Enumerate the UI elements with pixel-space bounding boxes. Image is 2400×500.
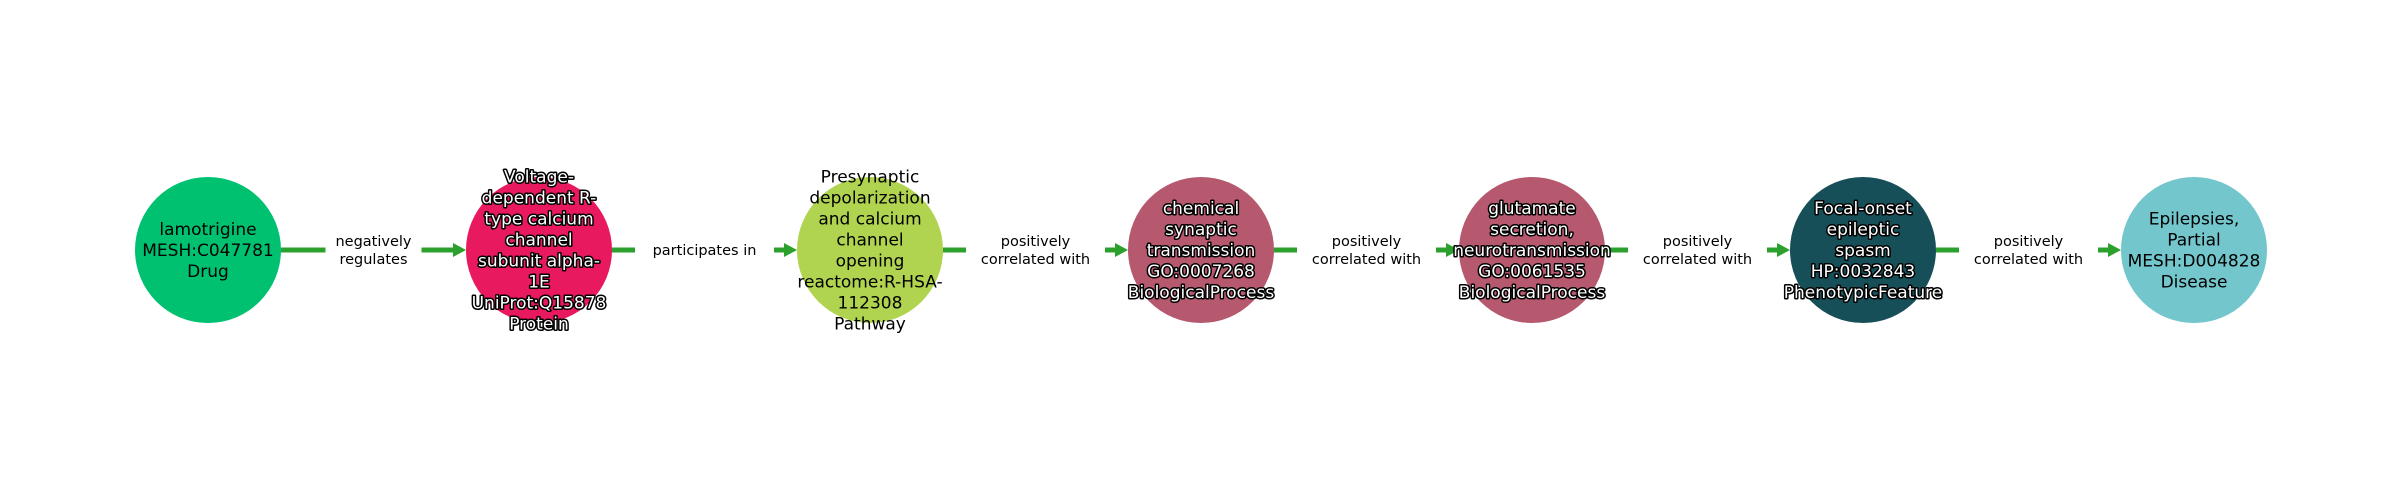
edge-label: participates in (653, 243, 757, 259)
node-circle[interactable] (466, 177, 612, 323)
edge-label: positively (1001, 234, 1071, 250)
arrowhead-icon (2108, 243, 2121, 257)
node-label: BiologicalProcess (1459, 283, 1606, 303)
edge-label: negatively (335, 234, 411, 250)
node-label: 112308 (838, 294, 903, 314)
node-label: UniProt:Q15878 (472, 294, 607, 314)
node-label: chemical (1163, 199, 1239, 219)
node-label: channel (505, 231, 572, 251)
edge-label: positively (1332, 234, 1402, 250)
edge-label: positively (1994, 234, 2064, 250)
arrowhead-icon (1446, 243, 1459, 257)
edge-label-background (1959, 230, 2098, 270)
node-label: HP:0032843 (1811, 262, 1915, 282)
node-label: GO:0061535 (1478, 262, 1586, 282)
node-label: Presynaptic (821, 168, 920, 188)
node-label: depolarization (809, 189, 930, 209)
edge-label-background (325, 230, 422, 270)
node-label: 1E (528, 273, 550, 293)
node-label: reactome:R-HSA- (797, 273, 942, 293)
arrowhead-icon (1777, 243, 1790, 257)
node-circle[interactable] (1790, 177, 1936, 323)
node-circle[interactable] (1128, 177, 1274, 323)
edge-label: correlated with (981, 252, 1090, 268)
edge-label: regulates (339, 252, 407, 268)
node[interactable]: chemicalsynaptictransmissionGO:0007268Bi… (1126, 177, 1276, 323)
node[interactable]: glutamatesecretion,neurotransmissionGO:0… (1452, 177, 1612, 323)
node-label: PhenotypicFeature (1784, 283, 1943, 303)
node-label: BiologicalProcess (1128, 283, 1275, 303)
node-label: lamotrigine (159, 220, 256, 240)
node-circle[interactable] (797, 177, 943, 323)
edge-label-background (1628, 230, 1767, 270)
node-label: Protein (509, 315, 569, 335)
node-label: Partial (2167, 231, 2220, 251)
node-label: secretion, (1490, 220, 1574, 240)
edge: negatively regulates (281, 230, 466, 270)
node-label: Focal-onset (1814, 199, 1912, 219)
node-label: MESH:C047781 (142, 241, 273, 261)
node-label: spasm (1835, 241, 1890, 261)
node[interactable]: Focal-onsetepilepticspasmHP:0032843Pheno… (1782, 177, 1944, 323)
arrowhead-icon (453, 243, 466, 257)
node[interactable]: Voltage-dependent R-type calciumchannels… (466, 166, 612, 336)
node-label: epileptic (1827, 220, 1900, 240)
node-label: neurotransmission (1453, 241, 1611, 261)
node-circle[interactable] (135, 177, 281, 323)
edge-label-background (1297, 230, 1436, 270)
node-label: dependent R- (482, 189, 597, 209)
node-label: subunit alpha- (478, 252, 600, 272)
edge-label-background (966, 230, 1105, 270)
node-label: Pathway (834, 315, 906, 335)
node-label: synaptic (1165, 220, 1237, 240)
node-label: and calcium (818, 210, 921, 230)
node-label: Epilepsies, (2149, 210, 2240, 230)
edge-label: positively (1663, 234, 1733, 250)
edge: positively correlated with (1936, 230, 2121, 270)
arrowhead-icon (784, 243, 797, 257)
node-label: GO:0007268 (1147, 262, 1255, 282)
arrowhead-icon (1115, 243, 1128, 257)
node-label: Voltage- (504, 168, 574, 188)
node-label: MESH:D004828 (2128, 252, 2261, 272)
node-label: type calcium (484, 210, 593, 230)
node-label: channel (836, 231, 903, 251)
node-label: transmission (1147, 241, 1256, 261)
edge-label: correlated with (1974, 252, 2083, 268)
node-label: Disease (2161, 273, 2228, 293)
edge-label-background (635, 239, 774, 261)
edge: positively correlated with (1605, 230, 1790, 270)
node-circle[interactable] (2121, 177, 2267, 323)
node-label: opening (836, 252, 905, 272)
edge: positively correlated with (943, 230, 1128, 270)
edge-label: correlated with (1643, 252, 1752, 268)
edge-label: correlated with (1312, 252, 1421, 268)
node-label: glutamate (1488, 199, 1575, 219)
edges-layer: negatively regulates participates in positi… (281, 230, 2121, 270)
edge: positively correlated with (1274, 230, 1459, 270)
node-circle[interactable] (1459, 177, 1605, 323)
node-label: Drug (187, 262, 229, 282)
edge: participates in (612, 239, 797, 261)
